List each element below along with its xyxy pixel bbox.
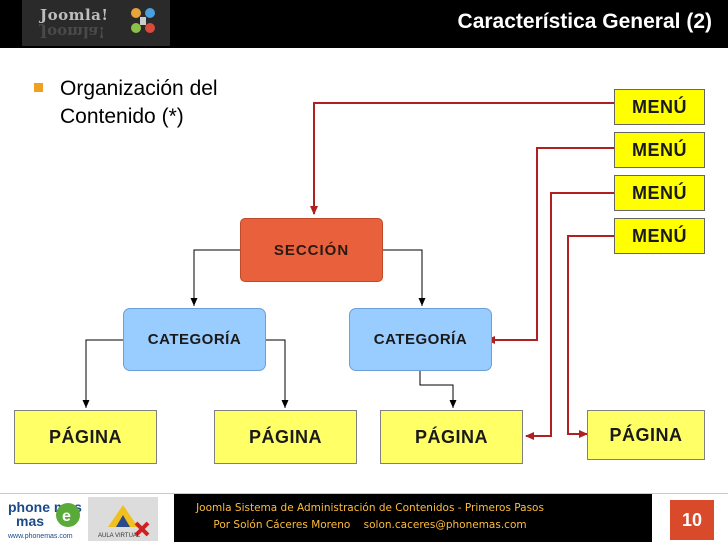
menu-box-4: MENÚ bbox=[614, 218, 705, 254]
svg-text:mas: mas bbox=[16, 513, 44, 529]
pagina-box-2: PÁGINA bbox=[214, 410, 357, 464]
connector-seccion-categoria1 bbox=[190, 249, 240, 306]
pagina-box-1: PÁGINA bbox=[14, 410, 157, 464]
connector-categoria1-pagina2 bbox=[266, 339, 289, 408]
aula-virtual-text: AULA VIRTUAL bbox=[98, 533, 141, 539]
arrow-menu3-pagina3 bbox=[525, 192, 614, 440]
categoria-box-1: CATEGORÍA bbox=[123, 308, 266, 371]
connector-categoria2-pagina3 bbox=[419, 370, 457, 408]
header-bar: Joomla! Joomla! Característica General (… bbox=[0, 0, 728, 48]
phonemas-logo: phone mas mas e www.phonemas.com bbox=[7, 499, 82, 540]
arrow-menu1-seccion bbox=[310, 102, 614, 215]
footer-divider bbox=[0, 493, 728, 494]
arrow-menu4-pagina4 bbox=[567, 235, 614, 438]
footer-course-title: Joomla Sistema de Administración de Cont… bbox=[196, 502, 544, 514]
svg-text:e: e bbox=[62, 508, 71, 525]
connector-categoria1-pagina1 bbox=[82, 339, 123, 408]
menu-box-2: MENÚ bbox=[614, 132, 705, 168]
seccion-box: SECCIÓN bbox=[240, 218, 383, 282]
slide-title: Característica General (2) bbox=[457, 10, 712, 33]
footer-credits-band: Joomla Sistema de Administración de Cont… bbox=[174, 494, 652, 542]
page-number-badge: 10 bbox=[670, 500, 714, 540]
joomla-logo: Joomla! Joomla! bbox=[22, 0, 170, 46]
menu-box-1: MENÚ bbox=[614, 89, 705, 125]
joomla-mark-icon bbox=[131, 8, 155, 33]
pagina-box-4: PÁGINA bbox=[587, 410, 705, 460]
bullet-text: Organización del Contenido (*) bbox=[60, 77, 218, 128]
footer-author: Por Solón Cáceres Moreno solon.caceres@p… bbox=[213, 519, 527, 531]
pagina-box-3: PÁGINA bbox=[380, 410, 523, 464]
categoria-box-2: CATEGORÍA bbox=[349, 308, 492, 371]
connector-seccion-categoria2 bbox=[383, 249, 426, 306]
aula-virtual-logo: AULA VIRTUAL bbox=[88, 497, 158, 541]
phonemas-logo-url: www.phonemas.com bbox=[7, 533, 73, 540]
logo-text: Joomla! bbox=[40, 6, 109, 24]
bullet-square-icon bbox=[34, 83, 43, 92]
arrow-menu2-categoria2 bbox=[486, 147, 614, 344]
menu-box-3: MENÚ bbox=[614, 175, 705, 211]
